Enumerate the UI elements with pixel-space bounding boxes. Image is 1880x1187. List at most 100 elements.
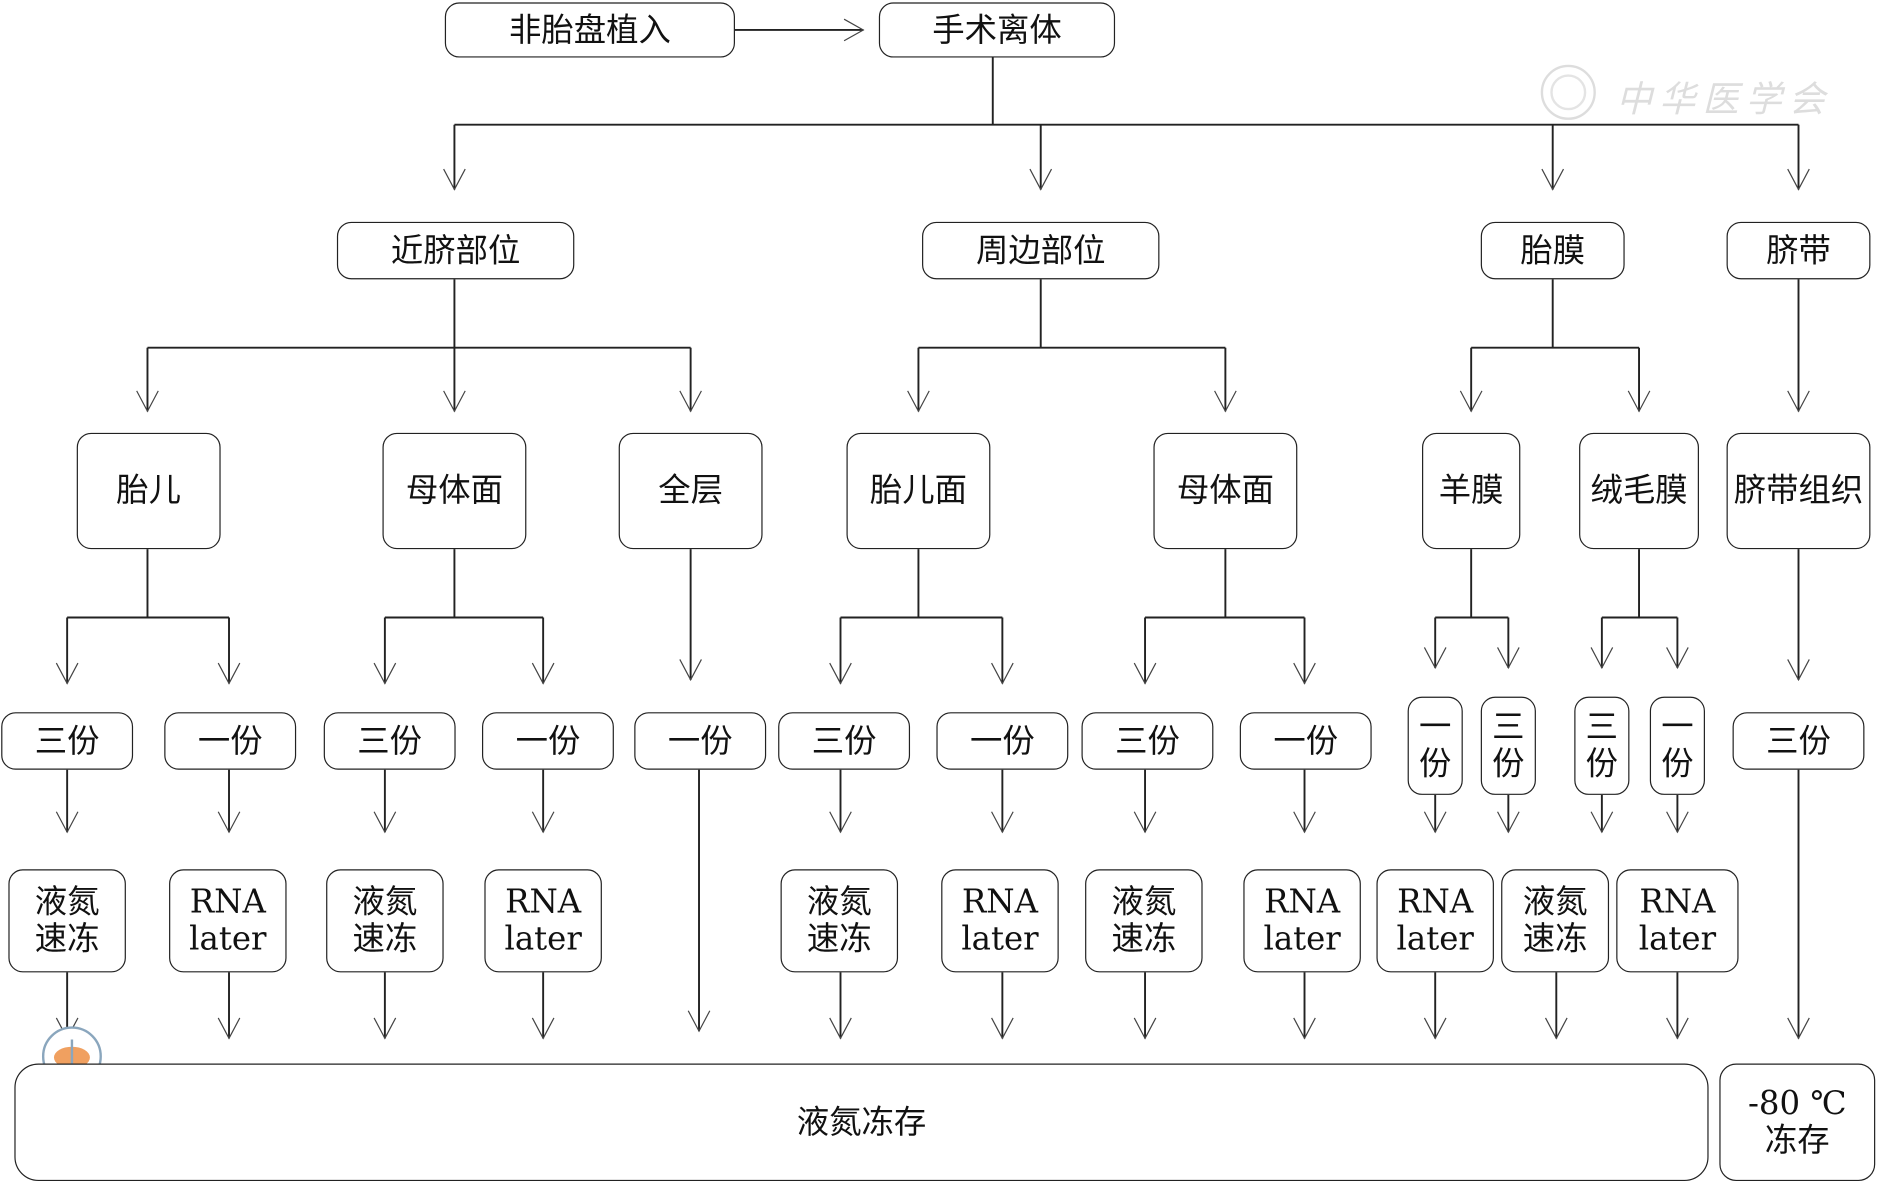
arrowhead <box>217 662 241 685</box>
node-umbilical-cord: 脐带 <box>1726 221 1871 280</box>
node-fetal-membrane: 胎膜 <box>1480 221 1625 280</box>
node-cord-tissue: 脐带组织 <box>1726 432 1871 550</box>
node-one-portion: 一份 <box>634 712 767 770</box>
node-full-layer: 全层 <box>618 432 763 550</box>
label: 三 <box>1492 708 1525 746</box>
label: later <box>504 920 582 959</box>
node-three-portions: 三份 <box>1732 712 1865 770</box>
arrowhead <box>1544 1017 1568 1040</box>
node-peripheral: 周边部位 <box>922 221 1160 280</box>
arrowhead <box>373 811 397 834</box>
arrowhead <box>531 1017 555 1040</box>
label: 速冻 <box>352 920 418 959</box>
node-chorion: 绒毛膜 <box>1579 432 1699 550</box>
node-fetal-surface: 胎儿面 <box>846 432 991 550</box>
node-surgical-removal: 手术离体 <box>878 2 1116 58</box>
node-one-portion: 一份 <box>1239 712 1372 770</box>
arrowhead <box>373 662 397 685</box>
arrowhead <box>217 1017 241 1040</box>
node-maternal-a: 母体面 <box>382 432 527 550</box>
label: 冻存 <box>1764 1122 1830 1160</box>
node-ln2-snap-freeze: 液氮速冻 <box>780 869 899 973</box>
label: 份 <box>1585 745 1619 783</box>
label: 速冻 <box>34 920 100 959</box>
label: RNA <box>961 883 1038 921</box>
label: 份 <box>1419 745 1452 783</box>
arrowhead <box>1133 811 1157 834</box>
arrowhead <box>1787 1017 1810 1040</box>
arrowhead <box>1787 390 1810 413</box>
node-non-placenta-accreta: 非胎盘植入 <box>444 2 735 58</box>
arrowhead <box>443 390 466 413</box>
arrowhead <box>373 1017 397 1040</box>
arrowhead <box>829 1017 852 1040</box>
node-three-portions: 三份 <box>323 712 456 770</box>
label: 份 <box>1661 745 1694 783</box>
label: later <box>1396 920 1474 959</box>
label: 一 <box>1419 708 1452 746</box>
node-one-portion: 一份 <box>936 712 1069 770</box>
arrowhead <box>531 662 555 685</box>
label: RNA <box>1264 883 1341 921</box>
arrowhead <box>1666 647 1689 670</box>
arrowhead <box>1666 811 1689 834</box>
arrowhead <box>217 811 241 834</box>
arrowhead <box>1541 168 1565 191</box>
arrowhead <box>1627 390 1651 413</box>
label: later <box>961 920 1039 959</box>
node-three-portions: 三份 <box>1 712 134 770</box>
node-maternal-b: 母体面 <box>1153 432 1298 550</box>
arrowhead <box>991 811 1014 834</box>
node-ln2-snap-freeze: 液氮速冻 <box>1501 869 1610 973</box>
node-amnion: 羊膜 <box>1422 432 1521 550</box>
label: later <box>1638 920 1717 959</box>
arrowhead <box>1497 811 1520 834</box>
arrowhead <box>1590 811 1614 834</box>
arrowhead <box>1423 647 1447 670</box>
watermark: 中华医学会 <box>1537 62 1837 122</box>
node-ln2-snap-freeze: 液氮速冻 <box>1085 869 1203 973</box>
label: later <box>1263 920 1341 959</box>
arrowhead <box>843 18 865 42</box>
arrowhead <box>991 662 1014 685</box>
node-three-portions: 三份 <box>1574 696 1630 795</box>
arrowhead <box>1787 168 1810 191</box>
node-fetal: 胎儿 <box>76 432 221 550</box>
arrowhead <box>1423 1017 1447 1040</box>
arrowhead <box>1133 1017 1157 1040</box>
arrowhead <box>1293 662 1316 685</box>
arrowhead <box>55 811 79 834</box>
node-three-portions: 三份 <box>1081 712 1214 770</box>
arrowhead <box>1293 1017 1316 1040</box>
label: 液氮 <box>1522 883 1588 921</box>
arrowhead <box>829 811 852 834</box>
arrowhead <box>687 1010 711 1033</box>
association-seal-icon <box>1540 64 1596 120</box>
label: 速冻 <box>1111 920 1177 959</box>
arrowhead <box>1666 1017 1689 1040</box>
arrowhead <box>1787 659 1810 682</box>
node-one-portion: 一份 <box>164 712 297 770</box>
arrowhead <box>679 659 702 682</box>
node-ln2-snap-freeze: 液氮速冻 <box>8 869 126 973</box>
arrowhead <box>1497 647 1520 670</box>
label: later <box>189 920 267 959</box>
arrowhead <box>1029 168 1053 191</box>
label: 液氮 <box>1111 883 1177 921</box>
label: RNA <box>189 883 266 921</box>
label: 三 <box>1585 708 1619 746</box>
arrowhead <box>991 1017 1014 1040</box>
node-one-portion: 一份 <box>481 712 614 770</box>
label: 速冻 <box>806 920 872 959</box>
arrowhead <box>1293 811 1316 834</box>
arrowhead <box>1214 390 1237 413</box>
node-ln2-storage: 液氮冻存 <box>14 1063 1709 1182</box>
arrowhead <box>531 811 555 834</box>
node-one-portion: 一份 <box>1407 696 1463 795</box>
arrowhead <box>1133 662 1157 685</box>
arrowhead <box>55 662 79 685</box>
